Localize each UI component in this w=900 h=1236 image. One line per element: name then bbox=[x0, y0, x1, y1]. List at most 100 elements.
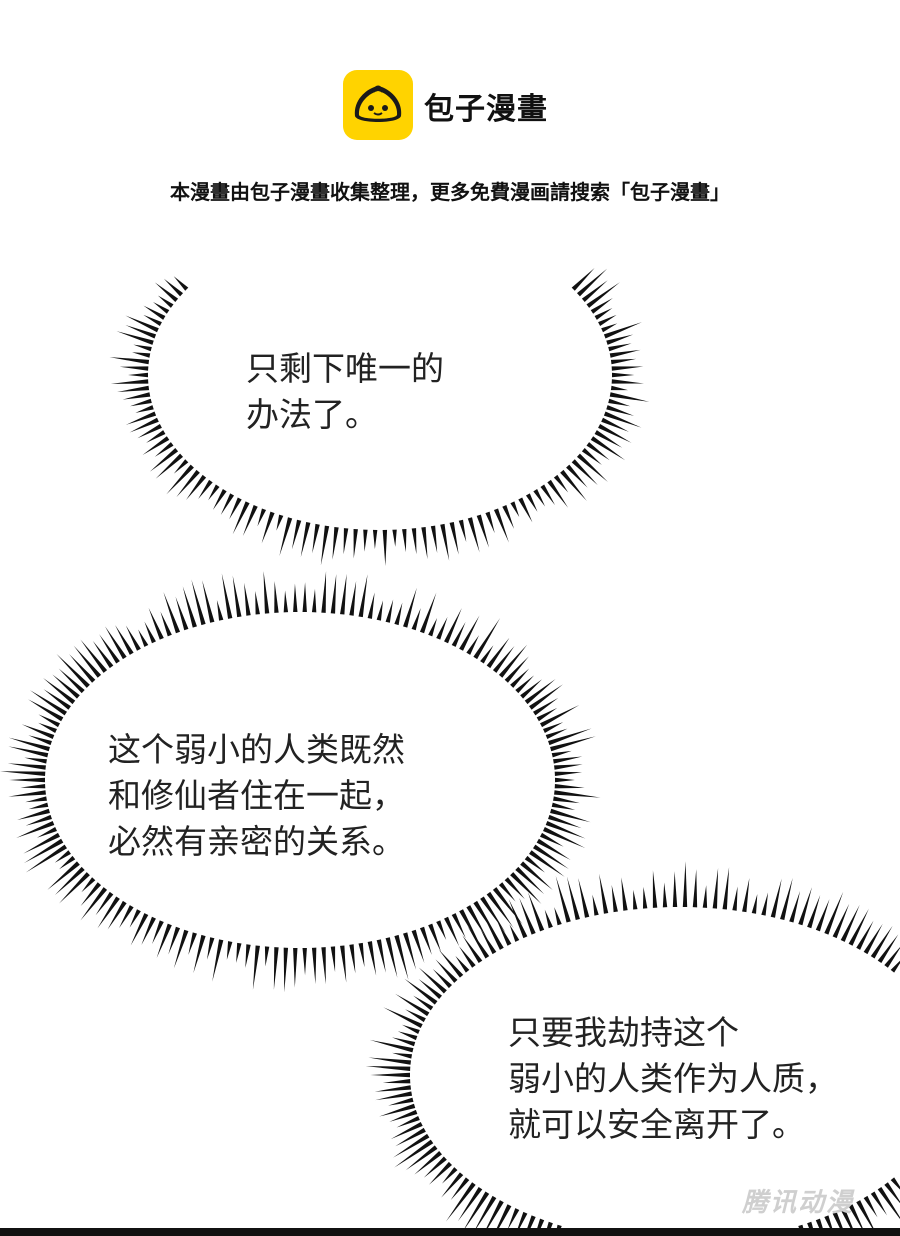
burst-spike bbox=[467, 926, 490, 959]
burst-spike bbox=[232, 501, 250, 535]
burst-spike bbox=[466, 905, 489, 941]
burst-spike bbox=[176, 469, 200, 498]
burst-spike bbox=[107, 900, 127, 930]
burst-spike bbox=[590, 436, 626, 461]
burst-spike bbox=[376, 939, 386, 973]
burst-spike bbox=[244, 582, 251, 616]
burst-spike bbox=[581, 447, 602, 465]
burst-spike bbox=[216, 600, 224, 621]
burst-spike bbox=[466, 635, 480, 655]
burst-spike bbox=[554, 790, 601, 798]
burst-spike bbox=[780, 877, 793, 921]
burst-spike bbox=[606, 334, 634, 345]
burst-spike bbox=[621, 877, 628, 911]
burst-spike bbox=[0, 771, 46, 776]
burst-spike bbox=[459, 615, 480, 651]
burst-spike bbox=[173, 459, 189, 474]
burst-spike bbox=[548, 814, 582, 829]
burst-spike bbox=[611, 366, 644, 371]
burst-spike bbox=[252, 945, 260, 990]
burst-spike bbox=[508, 899, 528, 939]
burst-spike bbox=[43, 678, 76, 705]
burst-spike bbox=[370, 1072, 410, 1078]
burst-spike bbox=[24, 757, 47, 764]
burst-spike bbox=[609, 392, 650, 402]
burst-spike bbox=[154, 442, 174, 457]
burst-spike bbox=[498, 644, 528, 678]
burst-spike bbox=[870, 1191, 888, 1216]
burst-spike bbox=[175, 596, 189, 631]
burst-spike bbox=[152, 920, 164, 945]
burst-spike bbox=[525, 493, 538, 512]
burst-spike bbox=[392, 529, 397, 547]
burst-spike bbox=[28, 699, 64, 722]
burst-spike bbox=[482, 1200, 504, 1236]
burst-spike bbox=[274, 580, 279, 613]
burst-spike bbox=[59, 872, 90, 904]
burst-spike bbox=[273, 947, 279, 990]
burst-spike bbox=[122, 392, 151, 400]
burst-spike bbox=[402, 1024, 420, 1035]
burst-spike bbox=[476, 514, 490, 548]
burst-spike bbox=[388, 1097, 414, 1106]
burst-spike bbox=[486, 891, 514, 929]
burst-spike bbox=[186, 474, 207, 500]
burst-spike bbox=[520, 679, 543, 699]
burst-spike bbox=[283, 590, 289, 613]
burst-spike bbox=[529, 850, 565, 877]
burst-spike bbox=[80, 887, 108, 921]
burst-spike bbox=[576, 268, 608, 297]
header: 包子漫畫 本漫畫由包子漫畫收集整理，更多免費漫画請搜索「包子漫畫」 bbox=[0, 0, 900, 240]
burst-spike bbox=[807, 894, 821, 929]
burst-spike bbox=[207, 937, 215, 960]
burst-spike bbox=[47, 861, 80, 890]
burst-spike bbox=[553, 756, 583, 764]
burst-spike bbox=[554, 784, 585, 789]
burst-spike bbox=[544, 909, 553, 929]
burst-spike bbox=[236, 942, 242, 963]
burst-spike bbox=[279, 517, 293, 556]
burst-spike bbox=[389, 1109, 418, 1122]
burst-spike bbox=[261, 511, 275, 544]
burst-spike bbox=[581, 280, 608, 303]
burst-spike bbox=[193, 934, 206, 974]
burst-spike bbox=[135, 405, 154, 413]
burst-spike bbox=[99, 634, 120, 664]
burst-spike bbox=[372, 529, 378, 550]
burst-spike bbox=[458, 946, 476, 968]
burst-spike bbox=[402, 528, 407, 553]
burst-spike bbox=[17, 808, 50, 821]
burst-spike bbox=[455, 955, 470, 973]
burst-spike bbox=[611, 884, 618, 913]
burst-spike bbox=[519, 897, 536, 935]
burst-spike bbox=[540, 832, 564, 847]
burst-spike bbox=[435, 959, 458, 983]
burst-spike bbox=[527, 892, 545, 932]
burst-spike bbox=[80, 882, 102, 907]
burst-spike bbox=[608, 398, 631, 407]
burst-spike bbox=[395, 1127, 426, 1147]
burst-spike bbox=[125, 315, 159, 333]
burst-spike bbox=[404, 978, 438, 1005]
burst-spike bbox=[598, 424, 632, 443]
burst-spike bbox=[392, 1052, 413, 1059]
burst-spike bbox=[379, 1103, 416, 1117]
burst-spike bbox=[502, 505, 515, 529]
burst-spike bbox=[682, 861, 688, 908]
burst-spike bbox=[393, 1133, 430, 1158]
burst-spike bbox=[590, 298, 613, 314]
burst-spike bbox=[8, 746, 49, 758]
burst-spike bbox=[504, 877, 525, 900]
burst-spike bbox=[188, 932, 197, 955]
burst-spike bbox=[119, 366, 149, 371]
burst-spike bbox=[257, 508, 267, 527]
burst-spike bbox=[712, 868, 719, 909]
burst-spike bbox=[543, 826, 586, 849]
burst-spike bbox=[143, 314, 162, 326]
burst-spike bbox=[578, 877, 590, 918]
bubble-line: 办法了。 bbox=[246, 395, 378, 434]
burst-spike bbox=[529, 684, 563, 710]
burst-spike bbox=[20, 784, 46, 789]
burst-spike bbox=[226, 941, 233, 960]
burst-spike bbox=[137, 424, 162, 439]
